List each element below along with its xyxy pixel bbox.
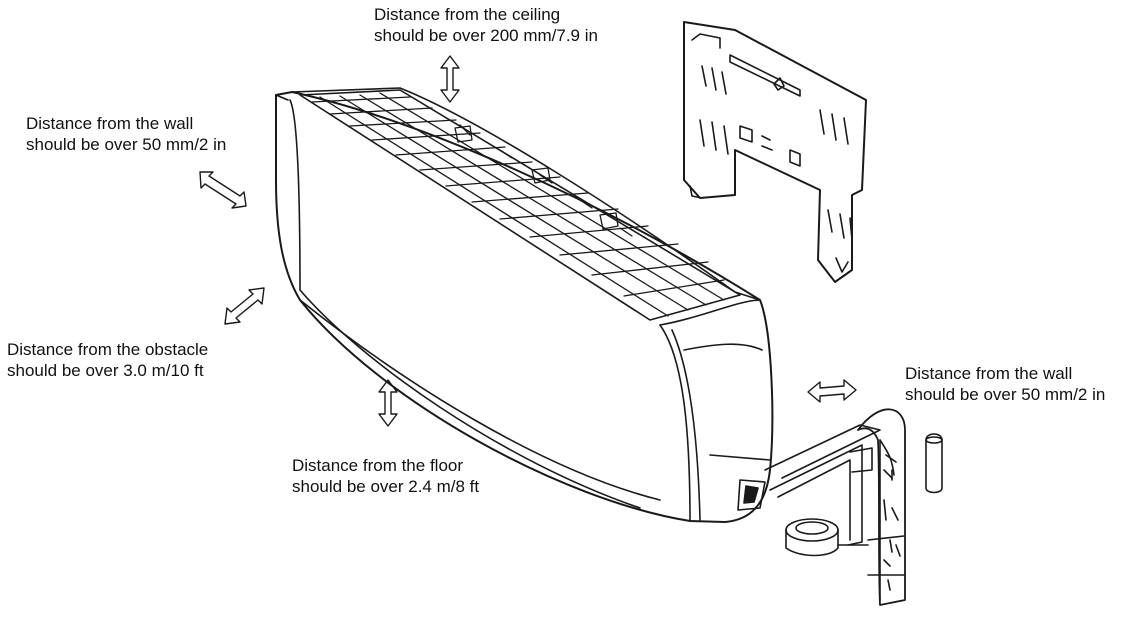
floor-clearance-label: Distance from the floor should be over 2… [292,455,479,497]
left-wall-clearance-line1: Distance from the wall [26,114,194,133]
floor-clearance-line1: Distance from the floor [292,456,464,475]
double-arrow-icon [378,379,398,427]
double-arrow-icon [199,171,247,209]
obstacle-clearance-line1: Distance from the obstacle [7,340,209,359]
indoor-unit [275,87,774,523]
ceiling-clearance-line2: should be over 200 mm/7.9 in [374,26,598,45]
right-wall-clearance-line1: Distance from the wall [905,364,1073,383]
double-arrow-icon [224,287,265,325]
right-wall-clearance-label: Distance from the wall should be over 50… [905,363,1105,405]
ceiling-clearance-line1: Distance from the ceiling [374,5,561,24]
left-wall-clearance-label: Distance from the wall should be over 50… [26,113,226,155]
right-wall-clearance-line2: should be over 50 mm/2 in [905,385,1106,404]
left-wall-clearance-line2: should be over 50 mm/2 in [26,135,227,154]
double-arrow-icon [440,55,460,103]
ceiling-clearance-label: Distance from the ceiling should be over… [374,4,598,46]
obstacle-clearance-line2: should be over 3.0 m/10 ft [7,361,204,380]
double-arrow-icon [807,379,857,403]
obstacle-clearance-label: Distance from the obstacle should be ove… [7,339,208,381]
mounting-plate [683,21,867,283]
piping-assembly [764,408,943,606]
floor-clearance-line2: should be over 2.4 m/8 ft [292,477,480,496]
top-grille [299,89,741,321]
